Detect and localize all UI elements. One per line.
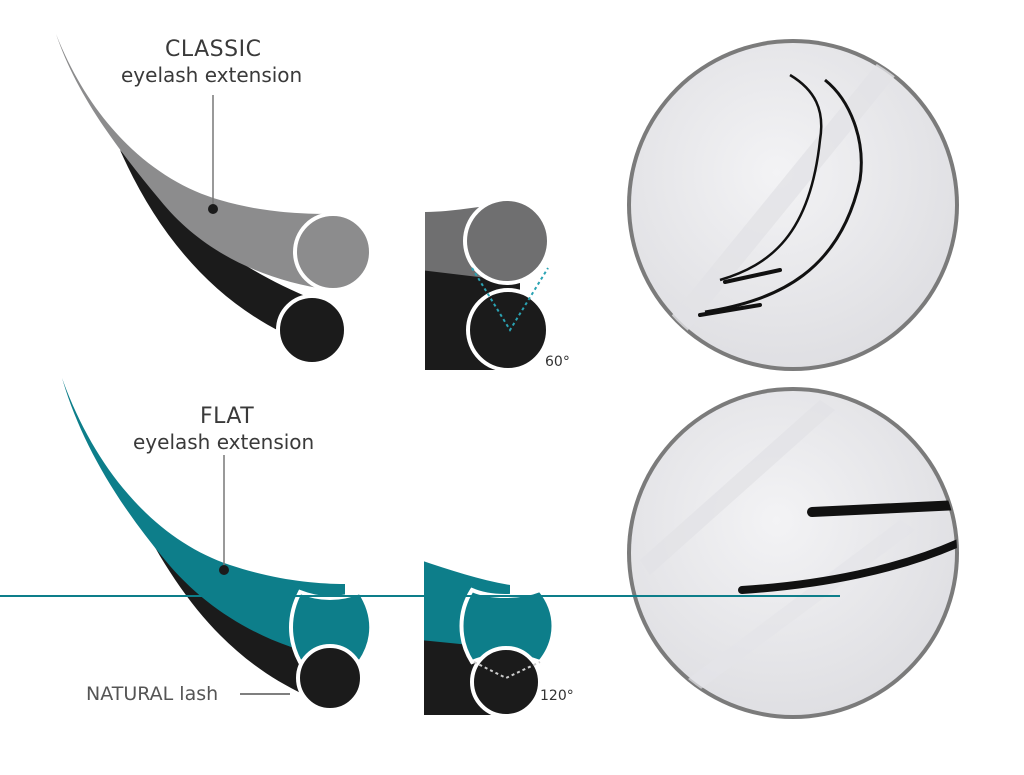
flat-angle-lines (473, 661, 541, 680)
classic-subtitle: eyelash extension (121, 63, 302, 87)
classic-extension (56, 34, 330, 290)
classic-detail-extension-circle (463, 197, 551, 285)
flat-pointer-dot (219, 565, 229, 575)
classic-angle-lines (471, 267, 549, 332)
classic-detail-natural-circle (466, 288, 550, 372)
flat-detail-natural-circle (470, 646, 542, 718)
classic-natural-cross-section (276, 294, 348, 366)
flat-extension (62, 378, 345, 660)
flat-photo (627, 387, 959, 719)
flat-title: FLAT (200, 404, 254, 429)
classic-angle-detail (415, 195, 551, 375)
classic-photo (627, 39, 959, 371)
flat-lash-drawing (62, 378, 374, 712)
natural-lash-label: NATURAL lash (86, 683, 218, 705)
classic-pointer-dot (208, 204, 218, 214)
flat-subtitle: eyelash extension (133, 430, 314, 454)
classic-extension-cross-section (293, 212, 373, 292)
classic-angle-label: 60° (545, 354, 570, 370)
flat-natural-cross-section (296, 644, 364, 712)
flat-detail-extension-shape (459, 587, 556, 665)
classic-title: CLASSIC (165, 37, 261, 62)
flat-angle-label: 120° (540, 688, 574, 704)
flat-angle-detail (414, 550, 556, 725)
classic-lash-drawing (56, 34, 373, 366)
